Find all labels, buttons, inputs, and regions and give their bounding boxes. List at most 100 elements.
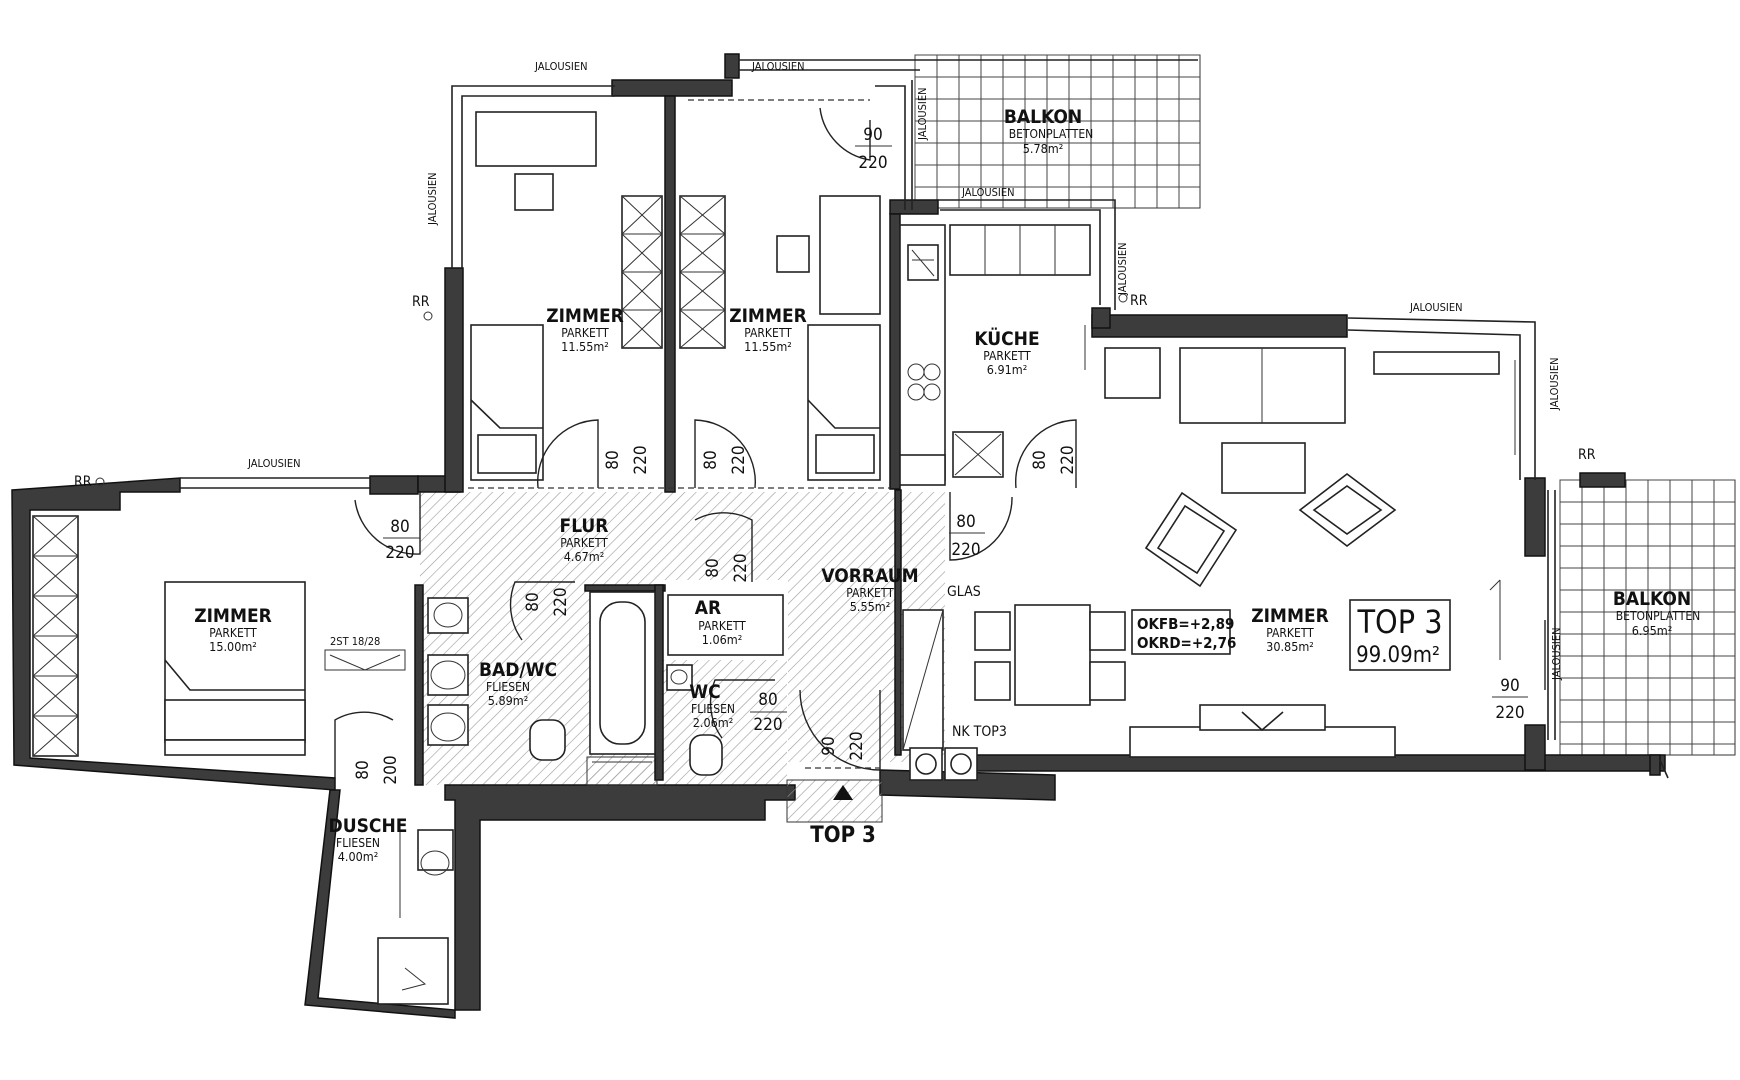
svg-text:FLIESEN: FLIESEN: [691, 702, 735, 716]
jalousien-labels: JALOUSIEN JALOUSIEN JALOUSIEN JALOUSIEN …: [247, 60, 1563, 681]
svg-text:PARKETT: PARKETT: [983, 349, 1031, 363]
grid-line: [32, 635, 79, 677]
jalousien-label: JALOUSIEN: [247, 457, 301, 470]
svg-text:PARKETT: PARKETT: [209, 626, 257, 640]
svg-text:220: 220: [731, 553, 751, 582]
jalousien-label: JALOUSIEN: [916, 88, 929, 142]
door-dim-kueche: 80 220: [1030, 445, 1078, 474]
rr-label: RR: [74, 474, 92, 490]
svg-text:80: 80: [603, 450, 623, 469]
west-wardrobe: [32, 515, 79, 757]
svg-text:PARKETT: PARKETT: [1266, 626, 1314, 640]
jalousien-label: JALOUSIEN: [751, 60, 805, 73]
svg-text:AR: AR: [695, 597, 721, 619]
rr-label: RR: [1130, 293, 1148, 309]
svg-text:WC: WC: [689, 681, 720, 703]
svg-text:ZIMMER: ZIMMER: [729, 305, 807, 327]
svg-text:BETONPLATTEN: BETONPLATTEN: [1616, 609, 1701, 623]
svg-text:KÜCHE: KÜCHE: [974, 326, 1039, 350]
entrance-label: TOP 3: [810, 823, 875, 848]
door-dim-bad: 80 220: [523, 587, 571, 616]
svg-text:80: 80: [390, 517, 409, 537]
dashed-lines: [468, 99, 890, 769]
svg-text:80: 80: [353, 760, 373, 779]
entrance-marker: [786, 779, 883, 823]
okfb-label: OKFB=+2,89: [1137, 615, 1234, 633]
room-label-zimmer-nw: ZIMMER PARKETT 11.55m²: [546, 305, 624, 354]
svg-text:VORRAUM: VORRAUM: [821, 565, 918, 587]
door-dimensions: 80 220 80 220 80 220 90 220 90 220 80 22…: [353, 125, 1528, 785]
grid-line: [621, 271, 663, 311]
svg-text:80: 80: [703, 558, 723, 577]
svg-text:11.55m²: 11.55m²: [744, 339, 792, 354]
svg-text:ZIMMER: ZIMMER: [194, 605, 272, 627]
door-dim-dusche: 80 200: [353, 755, 401, 784]
svg-text:6.95m²: 6.95m²: [1632, 623, 1673, 638]
svg-text:30.85m²: 30.85m²: [1266, 639, 1314, 654]
svg-text:220: 220: [951, 540, 980, 560]
rr-marker: [95, 477, 105, 487]
room-label-balkon-e: BALKON BETONPLATTEN 6.95m²: [1613, 588, 1700, 638]
svg-text:90: 90: [863, 125, 882, 145]
svg-text:200: 200: [381, 755, 401, 784]
room-label-ar: AR PARKETT 1.06m²: [695, 597, 746, 647]
grid-line: [679, 195, 726, 235]
svg-text:220: 220: [729, 445, 749, 474]
jalousien-label: JALOUSIEN: [961, 186, 1015, 199]
svg-text:80: 80: [758, 690, 777, 710]
grid-line: [32, 515, 79, 557]
svg-text:220: 220: [847, 731, 867, 760]
svg-text:BAD/WC: BAD/WC: [479, 659, 557, 681]
balcony-north: [914, 54, 1201, 209]
svg-text:PARKETT: PARKETT: [744, 326, 792, 340]
door-dim-vorraum: 80 220: [949, 512, 985, 560]
nk-label: NK TOP3: [952, 724, 1007, 740]
svg-text:220: 220: [1495, 703, 1524, 723]
jalousien-label: JALOUSIEN: [1116, 243, 1129, 297]
svg-text:ZIMMER: ZIMMER: [1251, 605, 1329, 627]
balcony-east: [1559, 479, 1736, 756]
jalousien-label: JALOUSIEN: [1409, 301, 1463, 314]
svg-text:220: 220: [631, 445, 651, 474]
glass-label: GLAS: [947, 584, 981, 600]
svg-text:6.91m²: 6.91m²: [987, 362, 1028, 377]
room-label-balkon-n: BALKON BETONPLATTEN 5.78m²: [1004, 106, 1093, 156]
rr-marker: [423, 311, 433, 321]
door-dim-balkon-n: 90 220: [855, 125, 892, 173]
door-dim-flur-west: 80 220: [383, 517, 420, 563]
rr-labels: RR RR RR RR 2ST 18/28: [74, 293, 1596, 648]
door-dim-entrance: 90 220: [819, 731, 867, 760]
grid-line: [621, 309, 663, 349]
grid-line: [679, 271, 726, 311]
furniture: [164, 111, 1516, 1005]
jalousien-label: JALOUSIEN: [1550, 628, 1563, 682]
jalousien-label: JALOUSIEN: [534, 60, 588, 73]
room-label-vorraum: VORRAUM PARKETT 5.55m²: [821, 565, 918, 614]
svg-text:BALKON: BALKON: [1004, 106, 1082, 128]
svg-text:15.00m²: 15.00m²: [209, 639, 257, 654]
svg-text:5.55m²: 5.55m²: [850, 599, 891, 614]
room-label-kueche: KÜCHE PARKETT 6.91m²: [974, 326, 1039, 377]
jalousien-label: JALOUSIEN: [1548, 358, 1561, 412]
svg-text:80: 80: [523, 592, 543, 611]
room-label-zimmer-w: ZIMMER PARKETT 15.00m²: [194, 605, 272, 654]
svg-text:PARKETT: PARKETT: [846, 586, 894, 600]
walls: [11, 53, 1666, 1019]
svg-text:80: 80: [1030, 450, 1050, 469]
stair-label: 2ST 18/28: [330, 635, 380, 648]
svg-text:PARKETT: PARKETT: [698, 619, 746, 633]
svg-text:FLIESEN: FLIESEN: [486, 680, 530, 694]
north-wardrobes: [621, 195, 726, 349]
svg-text:220: 220: [551, 587, 571, 616]
door-dim-zimmer-n: 80 220: [701, 445, 749, 474]
svg-text:80: 80: [956, 512, 975, 532]
okrd-label: OKRD=+2,76: [1137, 634, 1236, 652]
room-label-flur: FLUR PARKETT 4.67m²: [560, 515, 609, 564]
level-box: OKFB=+2,89 OKRD=+2,76: [1131, 609, 1236, 655]
unit-box: TOP 3 99.09m²: [1349, 599, 1451, 671]
svg-text:4.00m²: 4.00m²: [338, 849, 379, 864]
grid-line: [32, 595, 79, 637]
svg-text:80: 80: [701, 450, 721, 469]
room-label-zimmer-living: ZIMMER PARKETT 30.85m²: [1251, 605, 1329, 654]
